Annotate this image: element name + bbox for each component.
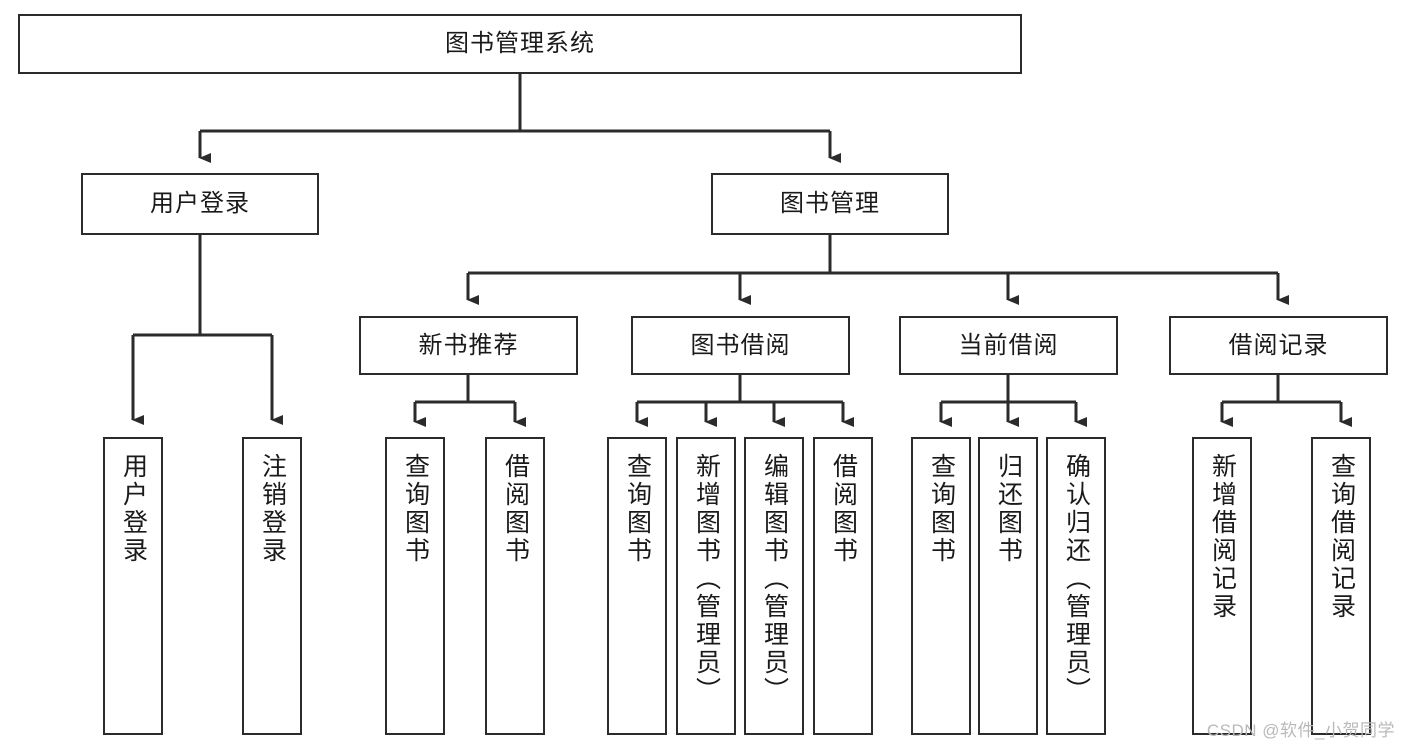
node-label: 查询图书 (623, 453, 652, 565)
leaf-borrow-edit-book-admin[interactable]: 编辑图书（管理员） (744, 437, 804, 735)
node-label: 图书管理系统 (445, 30, 595, 57)
csdn-watermark: CSDN @软件_小贺同学 (1206, 721, 1395, 740)
node-label: 查询图书 (401, 453, 430, 565)
node-label: 用户登录 (119, 453, 148, 565)
node-label: 用户登录 (150, 190, 250, 217)
node-label: 借阅图书 (829, 453, 858, 565)
leaf-current-confirm-return-admin[interactable]: 确认归还（管理员） (1046, 437, 1106, 735)
node-borrow-records[interactable]: 借阅记录 (1169, 316, 1388, 375)
node-label: 归还图书 (994, 453, 1023, 565)
node-current-borrow[interactable]: 当前借阅 (899, 316, 1118, 375)
node-label: 查询图书 (927, 453, 956, 565)
node-label: 确认归还（管理员） (1062, 453, 1091, 705)
leaf-user-login-login[interactable]: 用户登录 (103, 437, 163, 735)
leaf-records-add-record[interactable]: 新增借阅记录 (1192, 437, 1252, 735)
leaf-current-return-book[interactable]: 归还图书 (978, 437, 1038, 735)
node-new-book-recommend[interactable]: 新书推荐 (359, 316, 578, 375)
leaf-recommend-query-book[interactable]: 查询图书 (385, 437, 445, 735)
node-book-management[interactable]: 图书管理 (711, 173, 949, 235)
node-label: 新书推荐 (418, 331, 519, 359)
node-label: 当前借阅 (958, 331, 1059, 359)
node-label: 图书管理 (780, 190, 880, 217)
node-root-system[interactable]: 图书管理系统 (18, 14, 1022, 74)
leaf-current-query-book[interactable]: 查询图书 (911, 437, 971, 735)
node-label: 借阅图书 (501, 453, 530, 565)
leaf-records-query-record[interactable]: 查询借阅记录 (1311, 437, 1371, 735)
node-label: 新增图书（管理员） (692, 453, 721, 705)
node-label: 新增借阅记录 (1208, 453, 1237, 621)
leaf-borrow-borrow-book[interactable]: 借阅图书 (813, 437, 873, 735)
node-label: 注销登录 (258, 453, 287, 565)
leaf-recommend-borrow-book[interactable]: 借阅图书 (485, 437, 545, 735)
node-label: 查询借阅记录 (1327, 453, 1356, 621)
node-user-login[interactable]: 用户登录 (81, 173, 319, 235)
node-book-borrow[interactable]: 图书借阅 (631, 316, 850, 375)
leaf-borrow-add-book-admin[interactable]: 新增图书（管理员） (676, 437, 736, 735)
node-label: 借阅记录 (1228, 331, 1329, 359)
leaf-user-login-logout[interactable]: 注销登录 (242, 437, 302, 735)
node-label: 图书借阅 (690, 331, 791, 359)
leaf-borrow-query-book[interactable]: 查询图书 (607, 437, 667, 735)
node-label: 编辑图书（管理员） (760, 453, 789, 705)
